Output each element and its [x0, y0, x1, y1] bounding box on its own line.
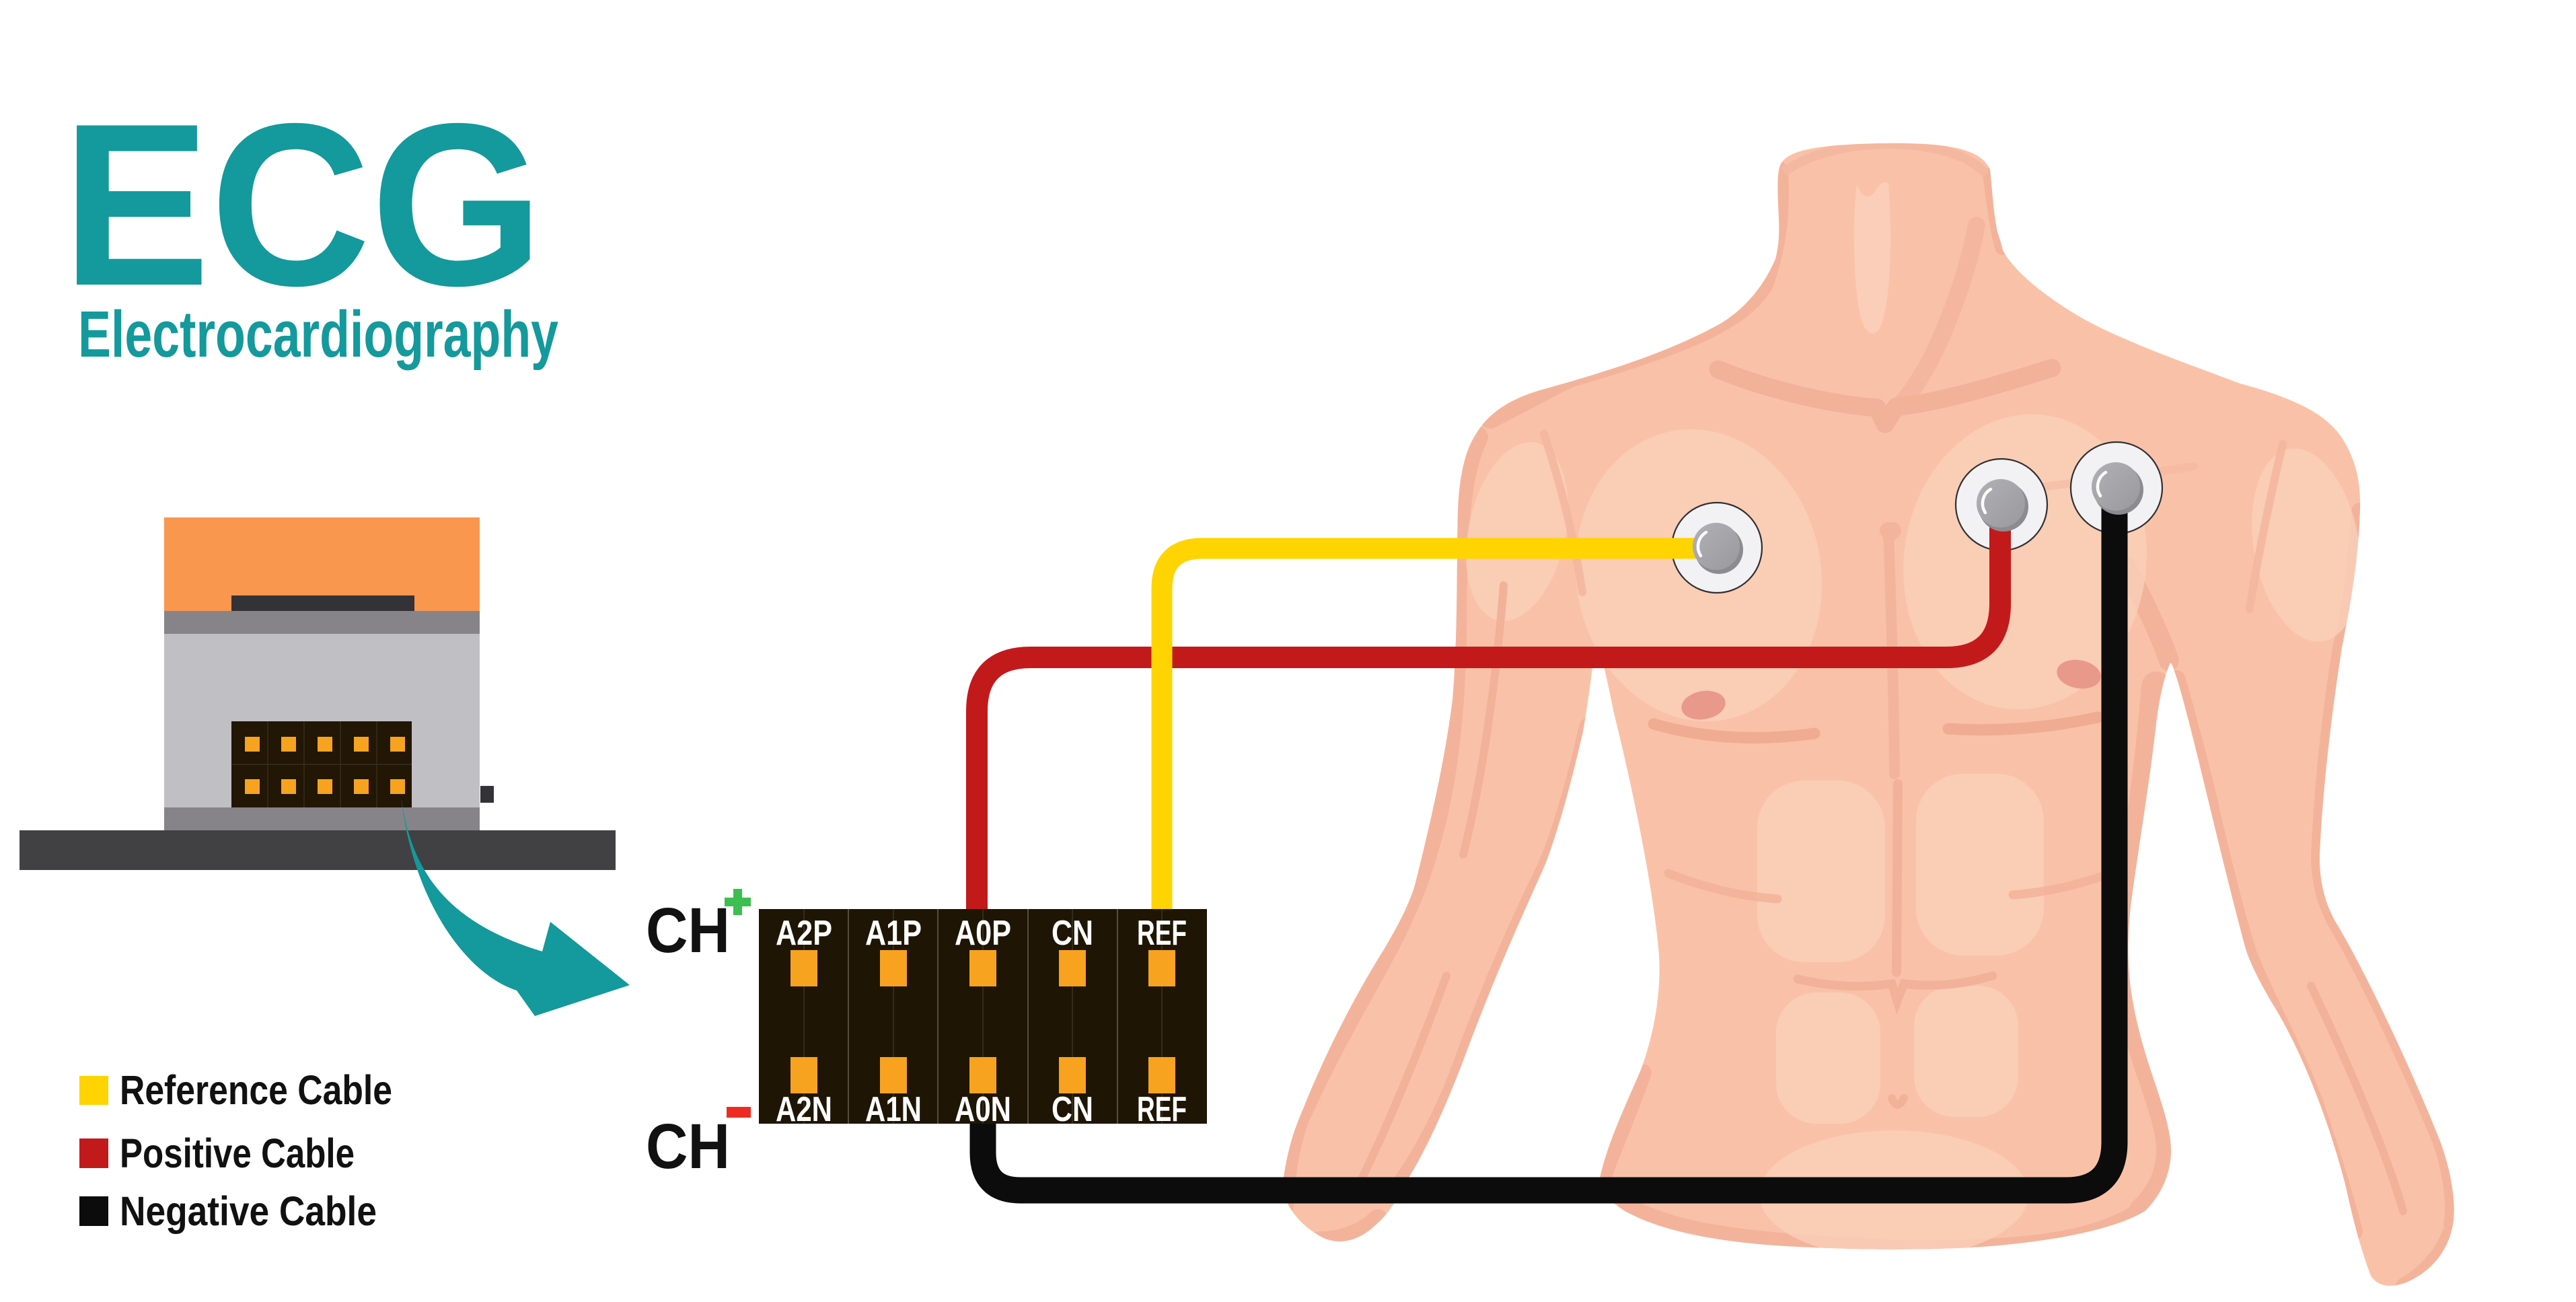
svg-text:A0P: A0P [955, 914, 1011, 953]
svg-text:CH: CH [646, 895, 730, 966]
svg-text:CH: CH [646, 1111, 730, 1182]
svg-text:A1N: A1N [865, 1090, 922, 1129]
svg-text:A2N: A2N [776, 1090, 832, 1129]
svg-text:Negative Cable: Negative Cable [120, 1188, 377, 1234]
svg-text:Positive Cable: Positive Cable [120, 1130, 355, 1176]
svg-text:A0N: A0N [955, 1090, 1011, 1129]
svg-text:REF: REF [1137, 914, 1187, 953]
svg-text:Electrocardiography: Electrocardiography [78, 297, 558, 371]
svg-text:A2P: A2P [776, 914, 832, 953]
svg-text:CN: CN [1052, 1090, 1093, 1129]
svg-text:ECG: ECG [62, 75, 544, 334]
svg-text:REF: REF [1137, 1090, 1187, 1129]
svg-text:Reference Cable: Reference Cable [120, 1067, 392, 1113]
svg-text:CN: CN [1052, 914, 1093, 953]
svg-text:A1P: A1P [865, 914, 922, 953]
